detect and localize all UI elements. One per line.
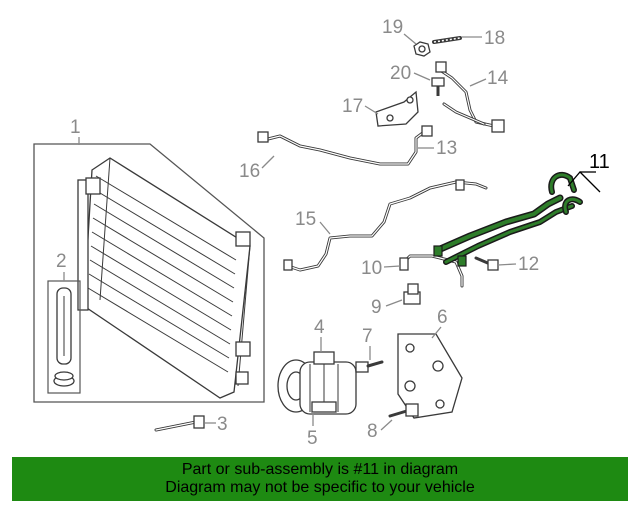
callout-10: 10 — [361, 258, 382, 279]
condenser-bracket — [235, 341, 251, 357]
callout-17: 17 — [342, 96, 363, 117]
pressure-switch-9: 9 — [371, 283, 421, 318]
hose-10: 10 — [361, 254, 464, 288]
callout-3: 3 — [217, 414, 228, 435]
part-notice-banner: Part or sub-assembly is #11 in diagram D… — [12, 457, 628, 501]
condenser-group: 1 2 — [33, 117, 265, 403]
condenser-bracket — [235, 231, 251, 247]
liquid-line-14: 14 — [435, 61, 509, 133]
parts-diagram: 1 2 3 4 5 6 — [33, 17, 610, 449]
condenser-bracket — [235, 371, 249, 385]
compressor-bracket: 6 — [397, 307, 463, 419]
callout-20: 20 — [390, 63, 411, 84]
condenser-side-tank — [77, 179, 89, 311]
callout-5: 5 — [307, 428, 318, 449]
banner-line-1: Part or sub-assembly is #11 in diagram — [181, 461, 459, 478]
callout-4: 4 — [314, 317, 325, 338]
nut-19: 19 — [382, 17, 431, 57]
callout-19: 19 — [382, 17, 403, 38]
condenser-group-outline — [33, 143, 265, 403]
bolt-12: 12 — [474, 254, 539, 275]
callout-9: 9 — [371, 297, 382, 318]
callout-8: 8 — [367, 421, 378, 442]
condenser-core — [83, 157, 251, 399]
discharge-hose-11: 11 — [433, 151, 610, 267]
callout-6: 6 — [437, 307, 448, 328]
liquid-line-15: 15 — [283, 179, 488, 272]
condenser-fins — [87, 157, 251, 387]
bolt-3: 3 — [154, 414, 228, 435]
callout-15: 15 — [295, 209, 316, 230]
callout-1: 1 — [70, 117, 81, 138]
stud-18: 18 — [432, 28, 505, 49]
callout-18: 18 — [484, 28, 505, 49]
callout-16: 16 — [239, 161, 260, 182]
banner-line-2: Diagram may not be specific to your vehi… — [165, 479, 475, 496]
condenser-bracket — [85, 177, 101, 195]
compressor: 4 5 — [277, 317, 357, 449]
callout-2: 2 — [56, 251, 67, 272]
bolt-7: 7 — [355, 326, 384, 373]
callout-11: 11 — [589, 151, 610, 173]
suction-line-13: 13 16 — [239, 125, 457, 182]
compressor-ports — [313, 351, 335, 365]
callout-13: 13 — [436, 138, 457, 159]
bolt-20: 20 — [390, 63, 445, 96]
callout-7: 7 — [362, 326, 373, 347]
callout-14: 14 — [487, 68, 509, 89]
bracket-17: 17 — [342, 90, 419, 127]
bolt-8: 8 — [367, 403, 419, 442]
callout-12: 12 — [518, 254, 539, 275]
